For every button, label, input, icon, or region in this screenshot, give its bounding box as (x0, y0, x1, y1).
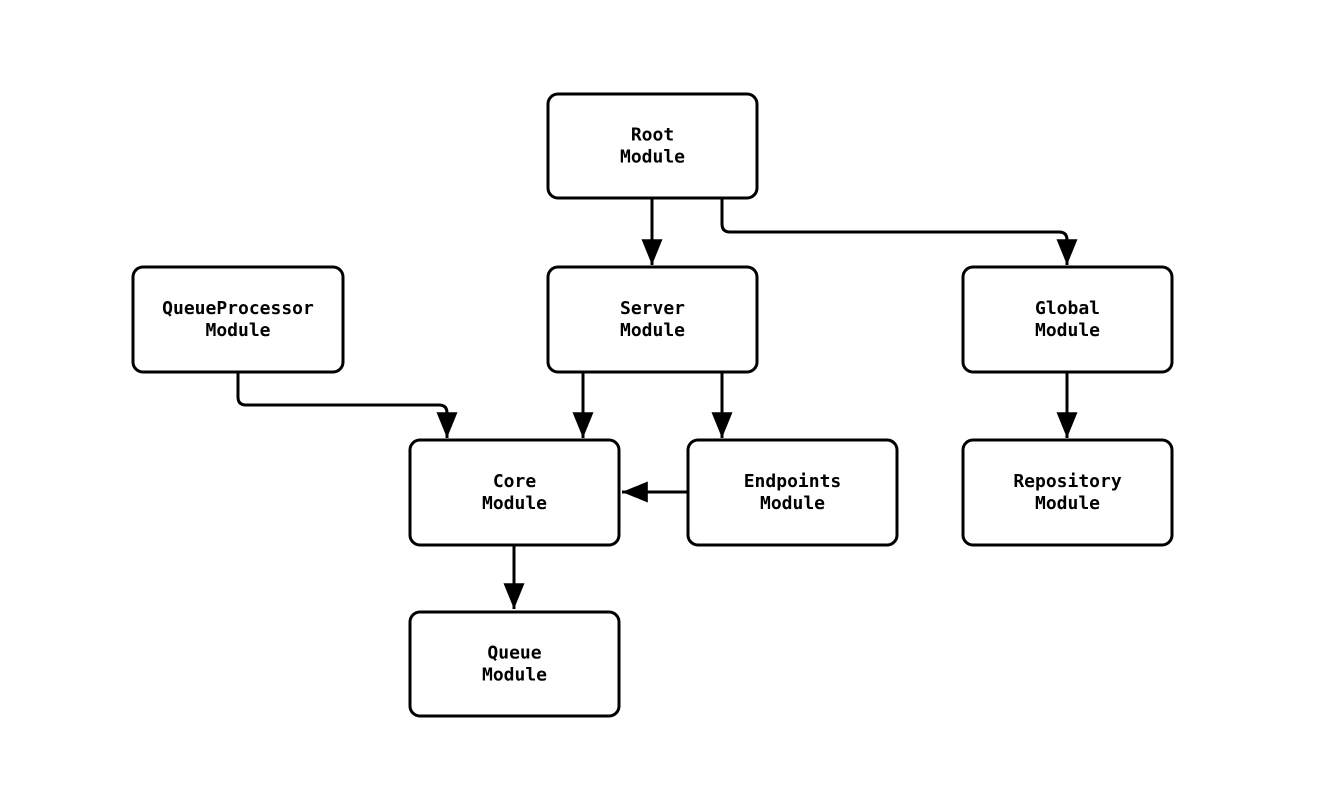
edge-root-to-global (720, 198, 1078, 265)
edge-queueprocessor-to-core (236, 372, 458, 438)
node-box (546, 265, 759, 374)
node-box (546, 92, 759, 200)
node-box (408, 438, 621, 547)
node-box (131, 265, 345, 374)
node-box (961, 438, 1174, 547)
node-box (408, 610, 621, 718)
node-box (961, 265, 1174, 374)
node-box (686, 438, 899, 547)
